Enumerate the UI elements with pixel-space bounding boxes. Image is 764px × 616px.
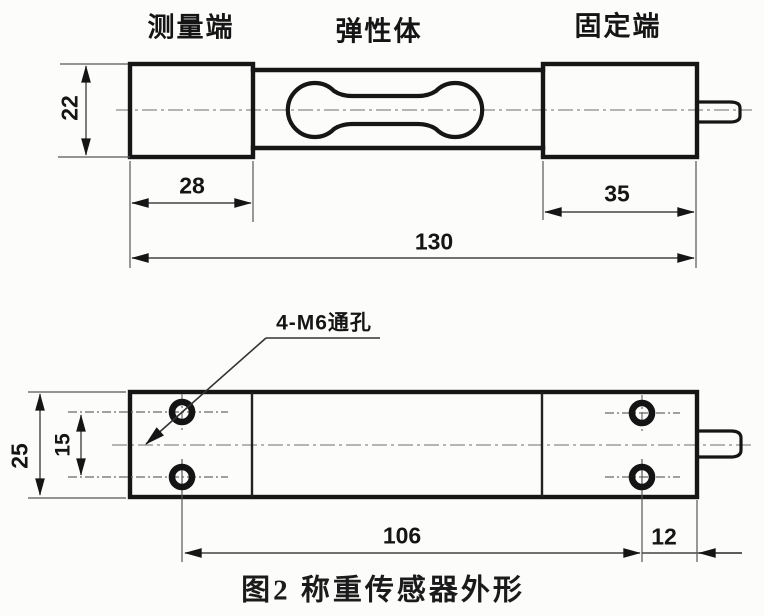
hole-top-left [168, 398, 196, 426]
dogbone-cutout [285, 80, 485, 140]
cable-stub-plan-view [698, 429, 743, 459]
figure-caption: 图2 称重传感器外形 [241, 574, 525, 607]
fixed-end-block [540, 61, 700, 160]
label-measuring-end: 测量端 [147, 12, 235, 43]
hole-note-leader [145, 337, 267, 445]
measuring-end-block [127, 61, 256, 160]
label-hole-note: 4-M6通孔 [276, 311, 372, 335]
top-view-drawing [58, 61, 752, 268]
label-elastic-body: 弹性体 [335, 16, 423, 47]
body-outline-plan [127, 389, 700, 500]
dim-value-22: 22 [56, 95, 83, 121]
dim-value-28: 28 [179, 172, 205, 199]
hole-bottom-right [628, 463, 656, 491]
hole-bottom-left [168, 463, 196, 491]
hole-top-right [628, 399, 656, 427]
bottom-view-drawing [28, 337, 752, 562]
dim-value-130: 130 [414, 228, 454, 255]
label-fixed-end: 固定端 [574, 11, 662, 42]
dim-value-12: 12 [651, 523, 677, 550]
dim-value-106: 106 [382, 522, 422, 549]
dim-value-25: 25 [6, 443, 33, 469]
dim-value-15: 15 [51, 433, 75, 457]
cable-stub-top-view [698, 100, 742, 124]
dim-value-35: 35 [604, 180, 630, 207]
